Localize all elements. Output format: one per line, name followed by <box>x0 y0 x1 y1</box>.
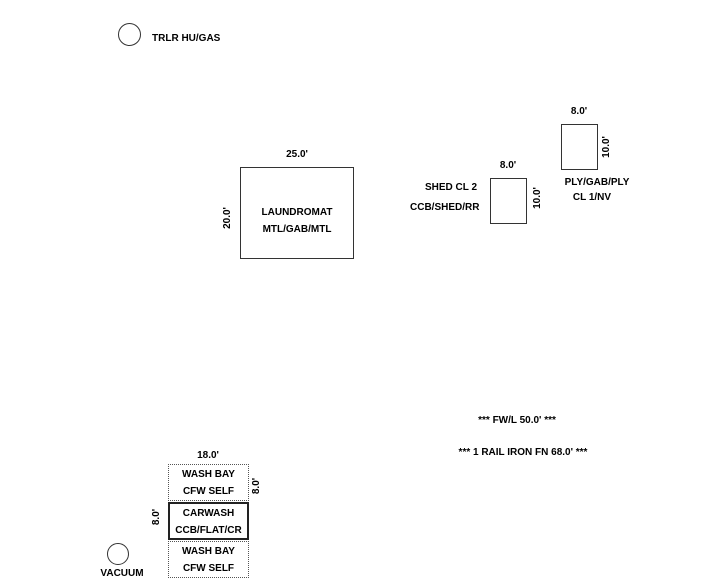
wash-bay-top-structure: WASH BAY CFW SELF <box>168 464 249 501</box>
fw-note: *** FW/L 50.0' *** <box>478 415 556 426</box>
ply-shed-structure <box>561 124 598 170</box>
carwash-name: CARWASH <box>182 508 235 519</box>
carwash-structure: CARWASH CCB/FLAT/CR <box>168 502 249 540</box>
ply-shed-construction: PLY/GAB/PLY <box>564 177 630 188</box>
laundromat-depth-dim: 20.0' <box>222 207 233 229</box>
shed-name: SHED CL 2 <box>425 182 478 193</box>
laundromat-width-dim: 25.0' <box>286 149 308 160</box>
ply-shed-depth-dim: 10.0' <box>601 136 612 158</box>
shed-construction: CCB/SHED/RR <box>410 202 480 213</box>
shed-structure <box>490 178 527 224</box>
shed-depth-dim: 10.0' <box>532 187 543 209</box>
vacuum-label: VACUUM <box>100 568 144 579</box>
wash-bay-top-construction: CFW SELF <box>182 486 235 497</box>
trailer-label: TRLR HU/GAS <box>152 33 221 44</box>
laundromat-structure: LAUNDROMAT MTL/GAB/MTL <box>240 167 354 259</box>
carwash-width-dim: 18.0' <box>197 450 219 461</box>
wash-bay-bottom-name: WASH BAY <box>182 546 235 557</box>
laundromat-construction: MTL/GAB/MTL <box>262 224 332 235</box>
vacuum-circle <box>107 543 129 565</box>
carwash-construction: CCB/FLAT/CR <box>175 525 242 536</box>
fence-note: *** 1 RAIL IRON FN 68.0' *** <box>458 447 588 458</box>
trailer-hookup-circle <box>118 23 141 46</box>
wash-bay-right-dim: 8.0' <box>251 477 262 495</box>
wash-bay-top-name: WASH BAY <box>182 469 235 480</box>
laundromat-name: LAUNDROMAT <box>261 207 333 218</box>
wash-bay-bottom-structure: WASH BAY CFW SELF <box>168 541 249 578</box>
ply-shed-class: CL 1/NV <box>572 192 612 203</box>
shed-width-dim: 8.0' <box>499 160 517 171</box>
ply-shed-width-dim: 8.0' <box>570 106 588 117</box>
wash-bay-bottom-construction: CFW SELF <box>182 563 235 574</box>
carwash-left-dim: 8.0' <box>151 508 162 526</box>
